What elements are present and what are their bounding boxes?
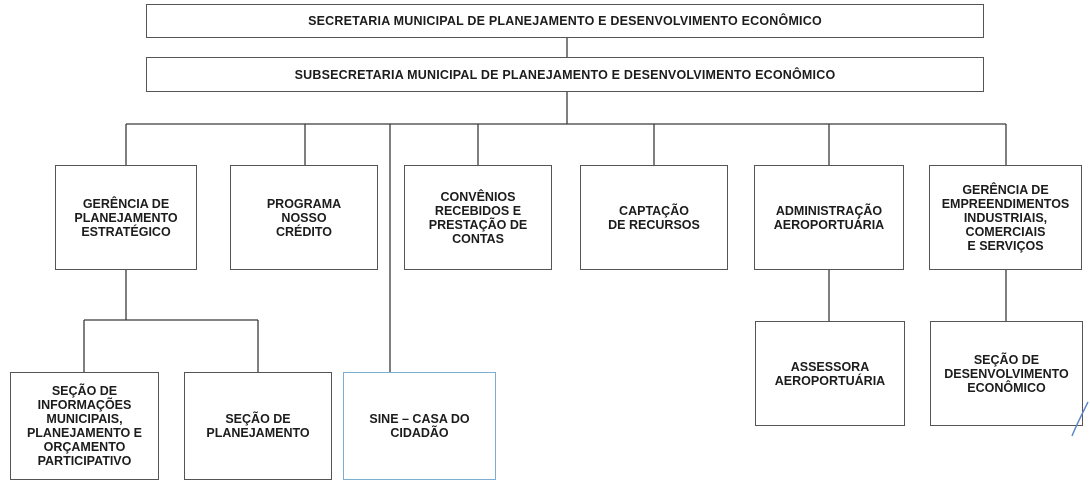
secretaria-box: SECRETARIA MUNICIPAL DE PLANEJAMENTO E D…: [146, 4, 984, 38]
programa-nosso-credito-box: PROGRAMA NOSSO CRÉDITO: [230, 165, 378, 270]
pen-mark-icon: [1071, 401, 1089, 437]
administracao-aeroportuaria-box: ADMINISTRAÇÃO AEROPORTUÁRIA: [754, 165, 904, 270]
sine-casa-cidadao-box: SINE – CASA DO CIDADÃO: [343, 372, 496, 480]
subsecretaria-box: SUBSECRETARIA MUNICIPAL DE PLANEJAMENTO …: [146, 57, 984, 92]
assessoria-aeroportuaria-box: ASSESSORA AEROPORTUÁRIA: [755, 321, 905, 426]
secao-desenvolvimento-box: SEÇÃO DE DESENVOLVIMENTO ECONÔMICO: [930, 321, 1083, 426]
captacao-recursos-box: CAPTAÇÃO DE RECURSOS: [580, 165, 728, 270]
secao-informacoes-box: SEÇÃO DE INFORMAÇÕES MUNICIPAIS, PLANEJA…: [10, 372, 159, 480]
gerencia-empreendimentos-box: GERÊNCIA DE EMPREENDIMENTOS INDUSTRIAIS,…: [929, 165, 1082, 270]
secao-planejamento-box: SEÇÃO DE PLANEJAMENTO: [184, 372, 332, 480]
gerencia-planejamento-box: GERÊNCIA DE PLANEJAMENTO ESTRATÉGICO: [55, 165, 197, 270]
convenios-box: CONVÊNIOS RECEBIDOS E PRESTAÇÃO DE CONTA…: [404, 165, 552, 270]
